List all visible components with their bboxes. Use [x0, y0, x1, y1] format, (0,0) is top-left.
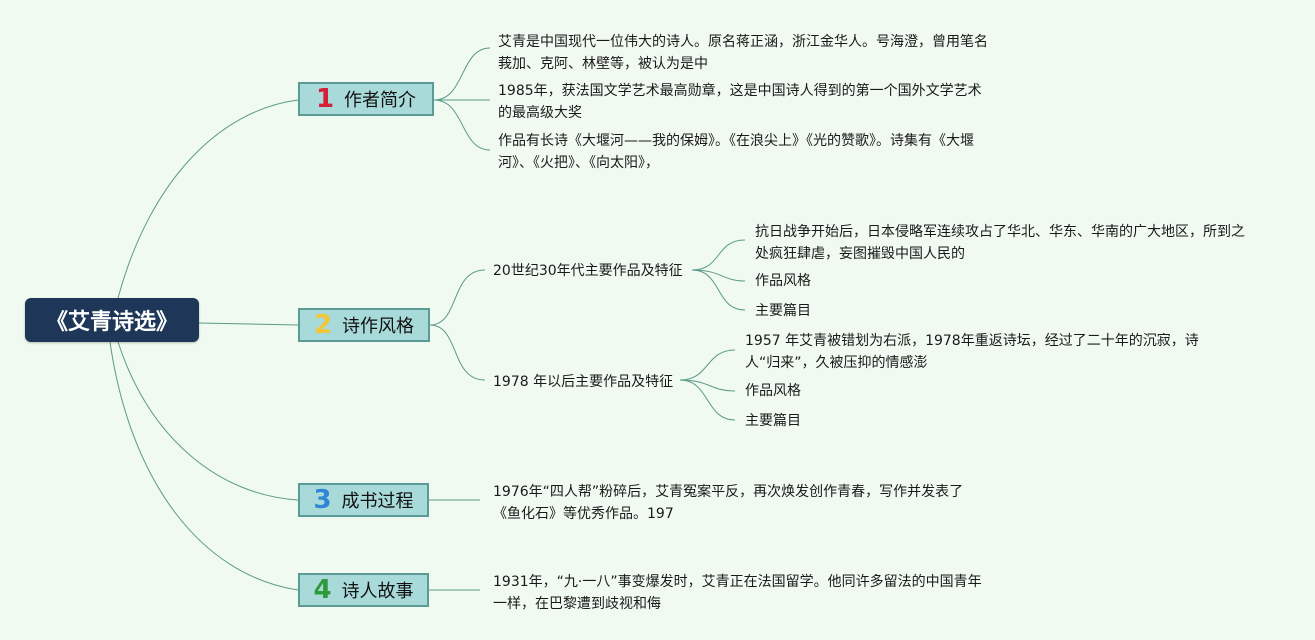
edge-root-branch-1	[117, 99, 299, 299]
leaf-author-intro-1[interactable]: 艾青是中国现代一位伟大的诗人。原名蒋正涵，浙江金华人。号海澄，曾用笔名莪加、克阿…	[498, 34, 988, 72]
branch-label: 成书过程	[341, 491, 414, 512]
edge-branch-1-leaf-1	[433, 47, 491, 101]
leaf-author-intro-2[interactable]: 1985年，获法国文学艺术最高勋章，这是中国诗人得到的第一个国外文学艺术的最高级…	[498, 83, 982, 121]
number-2-icon: 2	[313, 310, 333, 340]
leaf-1930s-1[interactable]: 抗日战争开始后，日本侵略军连续攻占了华北、华东、华南的广大地区，所到之处疯狂肆虐…	[755, 224, 1245, 262]
edge-root-branch-3	[117, 341, 299, 501]
number-4-icon: 4	[313, 575, 332, 605]
branch-poetry-style[interactable]: 2 诗作风格	[298, 308, 430, 342]
branch-label: 诗作风格	[342, 316, 415, 337]
edge-sub-1-leaf-1	[691, 239, 746, 271]
edge-sub-2-leaf-2	[679, 379, 736, 392]
edge-root-branch-4	[109, 341, 299, 591]
branch-book-process[interactable]: 3 成书过程	[298, 483, 429, 517]
branch-author-intro[interactable]: 1 作者简介	[298, 82, 434, 116]
branch-label: 诗人故事	[341, 581, 414, 602]
leaf-poet-story-1[interactable]: 1931年，“九·一八”事变爆发时，艾青正在法国留学。他同许多留法的中国青年一样…	[493, 574, 982, 612]
edge-branch-1-leaf-3	[433, 99, 491, 151]
edge-sub-2-leaf-1	[679, 349, 736, 381]
leaf-after-1978-3[interactable]: 主要篇目	[745, 413, 801, 429]
number-1-icon: 1	[315, 84, 335, 114]
leaf-1930s-2[interactable]: 作品风格	[755, 273, 811, 289]
root-topic[interactable]: 《艾青诗选》	[25, 298, 199, 342]
leaf-after-1978-2[interactable]: 作品风格	[745, 383, 801, 399]
branch-poet-story[interactable]: 4 诗人故事	[298, 573, 429, 607]
edge-root-branch-2	[198, 322, 299, 326]
leaf-after-1978-1[interactable]: 1957 年艾青被错划为右派，1978年重返诗坛，经过了二十年的沉寂，诗人“归来…	[745, 333, 1199, 371]
number-3-icon: 3	[313, 485, 332, 515]
subtopic-1930s[interactable]: 20世纪30年代主要作品及特征	[493, 263, 683, 279]
leaf-author-intro-3[interactable]: 作品有长诗《大堰河——我的保姆》。《在浪尖上》《光的赞歌》。诗集有《大堰河》、《…	[498, 133, 974, 171]
edge-sub-1-leaf-3	[691, 269, 746, 311]
edge-sub-2-leaf-3	[679, 379, 736, 421]
subtopic-after-1978[interactable]: 1978 年以后主要作品及特征	[493, 374, 674, 390]
branch-label: 作者简介	[344, 90, 417, 111]
leaf-book-process-1[interactable]: 1976年“四人帮”粉碎后，艾青冤案平反，再次焕发创作青春，写作并发表了《鱼化石…	[493, 484, 964, 522]
leaf-1930s-3[interactable]: 主要篇目	[755, 303, 811, 319]
edge-branch-2-sub-2	[429, 324, 486, 381]
edge-branch-2-sub-1	[429, 269, 486, 326]
